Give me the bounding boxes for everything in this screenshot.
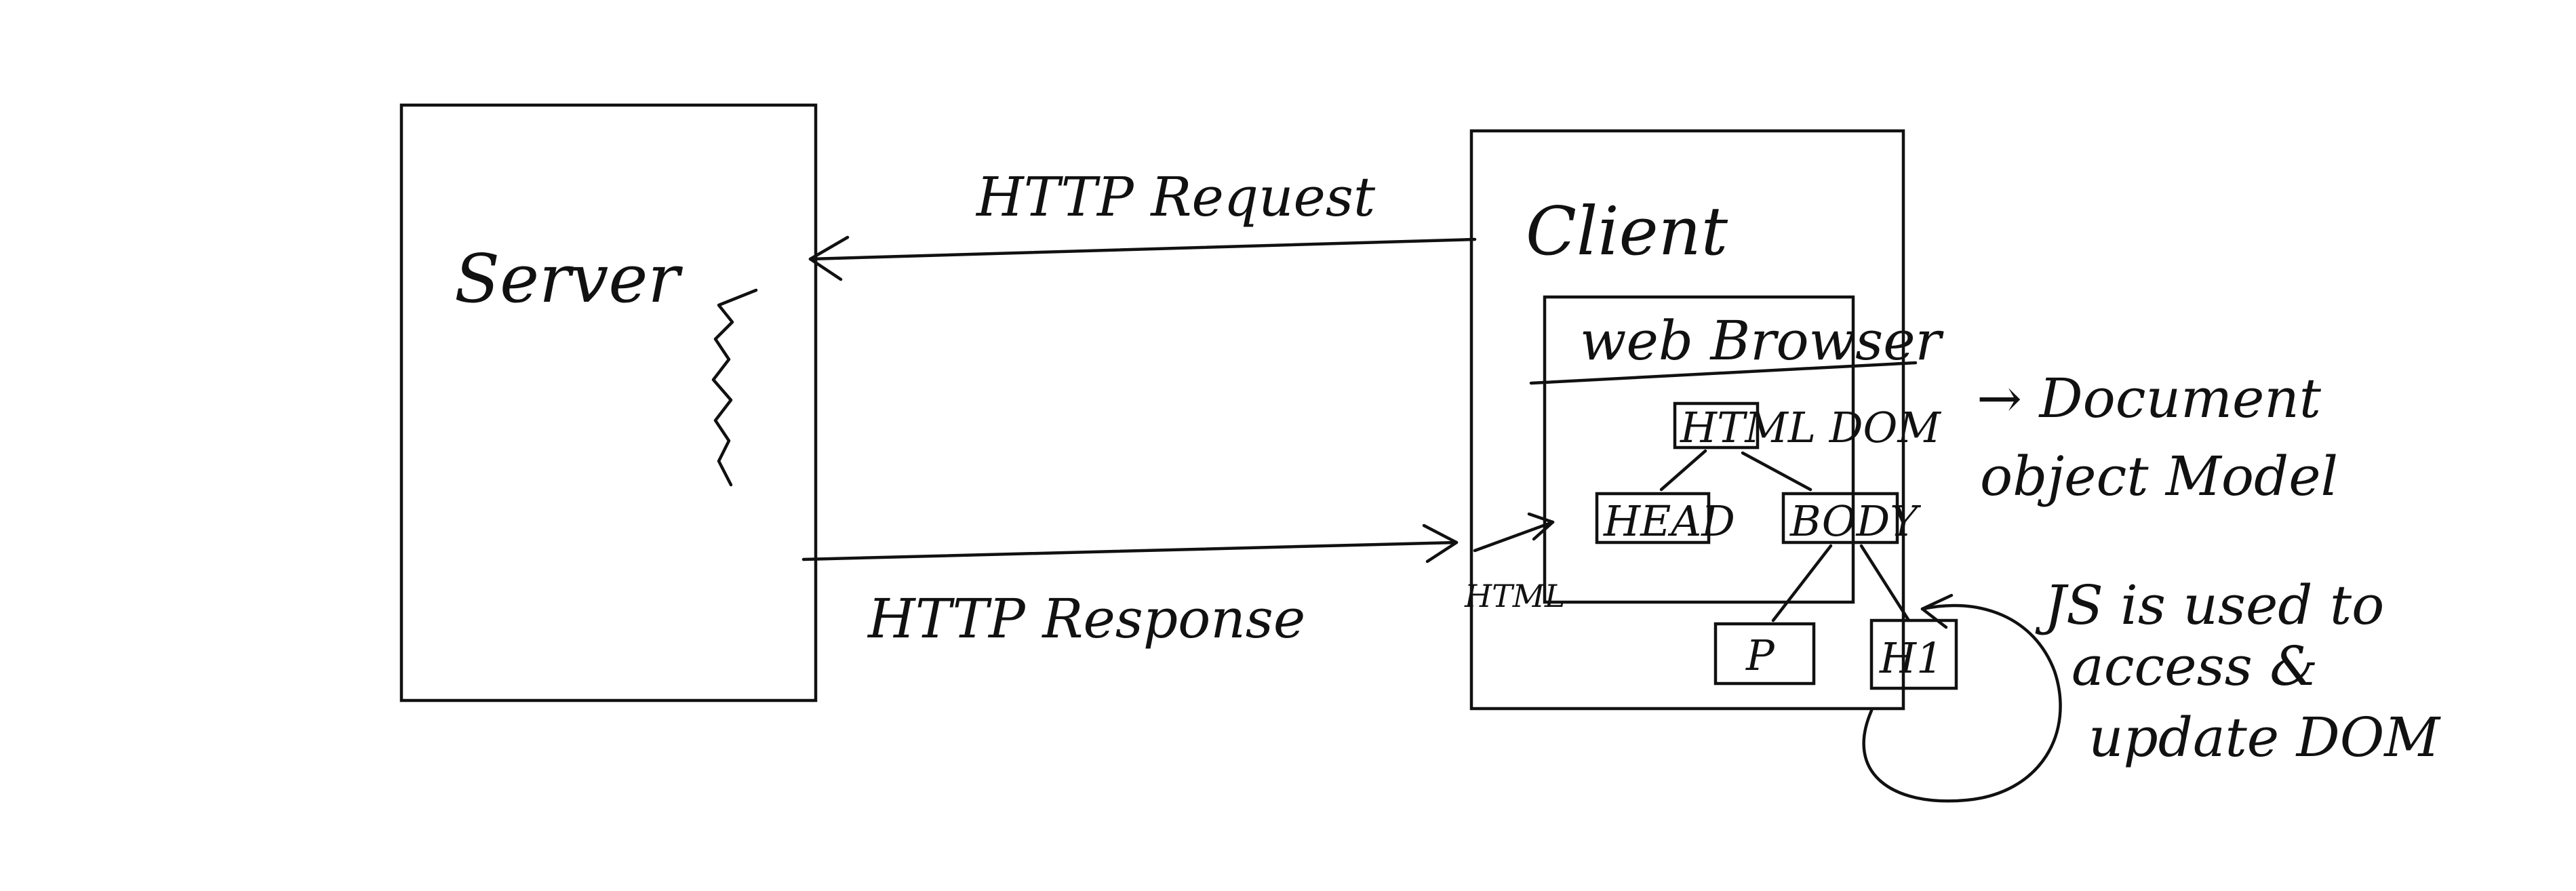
processing-squiggle: [711, 288, 758, 487]
html-page-label: HTML: [1464, 578, 1565, 614]
client-box: [1469, 129, 1905, 711]
html-node-box: [1673, 401, 1760, 450]
browser-title-divider: [1529, 361, 1918, 385]
http-response-label: HTTP Response: [867, 587, 1305, 650]
html-dom-label: HTML DOM: [1680, 403, 1941, 452]
server-box: [399, 103, 818, 702]
web-browser-box: [1543, 295, 1855, 604]
body-to-p-edge: [1771, 544, 1833, 622]
body-label: BODY: [1789, 496, 1921, 546]
dom-expansion-note: → Document object Model: [1977, 367, 2338, 508]
web-browser-frame: web Browser: [1529, 295, 1945, 604]
http-response-arrow: HTTP Response: [801, 523, 1459, 650]
html-into-browser-arrow: [1473, 520, 1555, 553]
p-label: P: [1745, 631, 1775, 680]
server-label: Server: [454, 241, 683, 318]
html-to-body-edge: [1741, 451, 1812, 492]
response-arrow-line: [801, 540, 1459, 561]
h1-node-box: [1869, 618, 1958, 690]
client-label: Client: [1526, 193, 1728, 271]
js-note-line2: access &: [2072, 635, 2318, 698]
request-arrow-head: [808, 235, 850, 281]
client-node: Client HTML web Browser HTML DOM HEAD BO…: [1464, 129, 1958, 711]
head-label: HEAD: [1603, 496, 1735, 546]
http-request-arrow: HTTP Request: [808, 165, 1477, 281]
js-loop-head: [1920, 593, 1954, 629]
dom-tree: HTML DOM HEAD BODY P H1: [1595, 401, 1958, 690]
dom-expansion-line1: → Document: [1977, 367, 2322, 430]
request-arrow-line: [808, 237, 1477, 261]
js-loop-arrow: [1862, 593, 2062, 803]
dom-expansion-line2: object Model: [1980, 445, 2338, 508]
html-into-browser-head: [1527, 512, 1555, 541]
http-request-label: HTTP Request: [975, 165, 1376, 229]
html-to-head-edge: [1659, 449, 1707, 492]
head-node-box: [1595, 492, 1711, 544]
p-node-box: [1713, 622, 1816, 686]
js-loop-curve: [1862, 603, 2062, 803]
server-node: Server: [399, 103, 818, 702]
h1-label: H1: [1879, 633, 1943, 683]
response-arrow-head: [1422, 523, 1459, 563]
js-note-line1: JS is used to: [2035, 574, 2384, 637]
body-to-h1-edge: [1859, 544, 1911, 622]
js-note-line3: update DOM: [2088, 706, 2441, 769]
js-note: JS is used to access & update DOM: [2035, 574, 2441, 769]
web-browser-label: web Browser: [1580, 309, 1945, 372]
body-node-box: [1781, 492, 1899, 544]
